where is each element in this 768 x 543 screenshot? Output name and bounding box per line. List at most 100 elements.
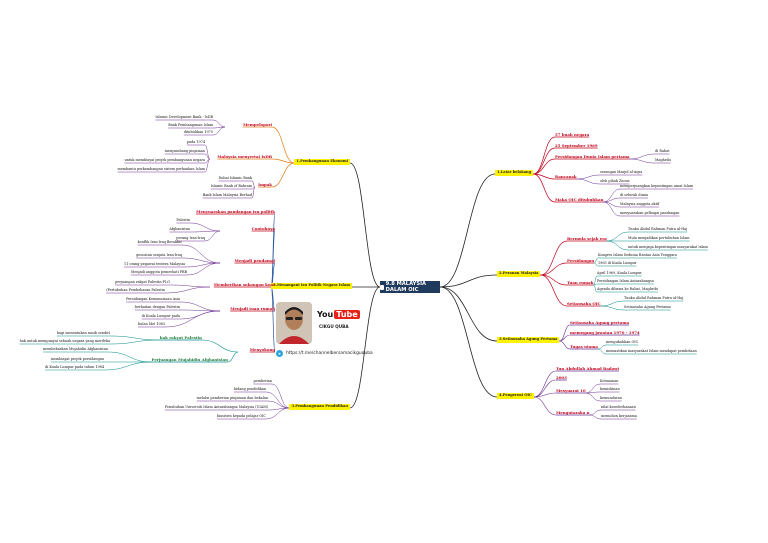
connector bbox=[204, 158, 211, 173]
connector bbox=[265, 391, 290, 409]
leaf-item: Palestin bbox=[176, 218, 190, 222]
connector bbox=[606, 240, 629, 251]
connector bbox=[212, 119, 226, 128]
connector bbox=[179, 301, 221, 312]
menyokong-label[interactable]: Menyokong bbox=[249, 347, 275, 352]
leaf-item: membiayai projek persidangan bbox=[50, 357, 104, 361]
leaf-item: berkaitan dengan Palestin bbox=[134, 305, 180, 309]
connector bbox=[270, 286, 276, 353]
mengutarakan-label[interactable]: Mengutaraka n bbox=[556, 410, 590, 415]
telegram-link-text: https://t.me/channelbersamacikguquba bbox=[286, 351, 373, 356]
leaf-item: bidang pendidikan bbox=[233, 387, 266, 391]
menyertai-isdb-label[interactable]: Malaysia menyertai IsDB bbox=[217, 154, 272, 159]
connector bbox=[271, 158, 295, 164]
afghan-label[interactable]: Perjuangan Mujahidin Afghanistan bbox=[151, 357, 228, 362]
connector bbox=[576, 178, 601, 185]
latar-item[interactable]: 25 September 1969 bbox=[555, 143, 598, 148]
mesyuarat-label[interactable]: Mesyuarat 10 bbox=[556, 388, 586, 393]
menyuarakan-label[interactable]: Menyuarakan pandangan isu politik bbox=[196, 209, 275, 214]
connector bbox=[540, 262, 568, 276]
connector bbox=[629, 153, 656, 160]
connector bbox=[251, 180, 256, 188]
leaf-item: hak untuk mempunyai sebuah negara yang m… bbox=[19, 339, 110, 343]
leaf-item: bulan Mei 1983 bbox=[138, 322, 165, 326]
contohnya-label[interactable]: Contohnya bbox=[251, 226, 275, 231]
pengerusi-item[interactable]: 2003 bbox=[556, 375, 567, 380]
connector bbox=[107, 351, 152, 363]
bermula-label[interactable]: Bermula sejak era bbox=[567, 236, 607, 241]
leaf-item: biasiswa kepada pelajar OIC bbox=[216, 414, 266, 418]
leaf-item: Bank Pembangunan Islam bbox=[168, 123, 213, 127]
leaf-item: 1965 di Kuala Lumpur bbox=[598, 261, 637, 265]
central-topic[interactable]: 9.8 MALAYSIA DALAM OIC bbox=[380, 281, 440, 293]
youtube-logo-tube: Tube bbox=[334, 310, 360, 319]
leaf-item: kemunduran bbox=[600, 396, 622, 400]
connector bbox=[576, 174, 601, 180]
connector bbox=[251, 186, 256, 199]
connector bbox=[603, 201, 621, 217]
connector bbox=[271, 126, 295, 164]
branch-pembangunan-ekonomi[interactable]: 1.Pembangunan Ekonomi bbox=[294, 159, 350, 165]
leaf-item: serangan Masjid al-Aqsa bbox=[600, 170, 643, 174]
latar-item[interactable]: Maka OIC ditubuhkan bbox=[555, 197, 604, 202]
leaf-item: nilai kesederhanaan bbox=[601, 405, 636, 409]
latar-item[interactable]: Persidangan Dunia Islam pertama bbox=[555, 154, 630, 159]
mempelopori-label[interactable]: Mempelopori bbox=[242, 122, 272, 127]
leaf-item: Islamic Bank of Bahrain bbox=[210, 184, 252, 188]
branch-latar-belakang[interactable]: 1.Latar belakang bbox=[495, 170, 534, 176]
leaf-item: Malaysia anggota aktif bbox=[620, 202, 660, 206]
leaf-item: untuk membiayai projek pembangunan negar… bbox=[124, 158, 206, 162]
tugas-label[interactable]: Tugas utama bbox=[570, 344, 598, 349]
branch-connector bbox=[439, 286, 498, 342]
leaf-item: untuk menjaga kepentingan masyarakat Isl… bbox=[628, 245, 708, 249]
setiausaha-agung-item[interactable]: memegang jawatan 1970 - 1974 bbox=[570, 330, 640, 335]
setiausaha-label[interactable]: Setiausaha OIC bbox=[567, 301, 601, 306]
branch-connector bbox=[439, 286, 498, 398]
impak-label[interactable]: Impak bbox=[258, 182, 272, 187]
pengerusi-item[interactable]: Tun Abdullah Ahmad Badawi bbox=[556, 366, 619, 371]
latar-item[interactable]: 57 buah negara bbox=[555, 132, 590, 137]
branch-pengerusi-oic[interactable]: 4.Pengerusi OIC bbox=[497, 393, 534, 399]
leaf-item: membantu perkembangan sistem perbankan I… bbox=[117, 167, 205, 171]
leaf-item: memohon kerjasama bbox=[601, 414, 637, 418]
persidangan-label[interactable]: Persidangan bbox=[567, 258, 595, 263]
leaf-item: membebaskan Mujahidin Afghanistan bbox=[43, 347, 108, 351]
sokongan-label[interactable]: Memberikan sokongan kuat bbox=[213, 282, 275, 287]
connector bbox=[600, 305, 625, 311]
connector bbox=[533, 396, 557, 416]
connector bbox=[559, 334, 571, 342]
connector bbox=[593, 284, 598, 293]
connector bbox=[559, 324, 571, 342]
connector bbox=[589, 414, 602, 420]
pendamai-label[interactable]: Menjadi pendamai bbox=[234, 258, 275, 263]
leaf-item: Tunku Abdul Rahman Putra al-Haj bbox=[624, 296, 684, 300]
leaf-item: Mula menjadikan pertubuhan Islam bbox=[628, 236, 690, 240]
leaf-item: perjuangan rakyat Palestin-PLO bbox=[115, 280, 170, 284]
setiausaha-agung-item[interactable]: Setiausaha Agung pertama bbox=[570, 320, 629, 325]
connector bbox=[271, 383, 290, 409]
tuan-rumah-r-label[interactable]: Tuan rumah bbox=[567, 280, 594, 285]
leaf-item: kemiskinan bbox=[600, 387, 620, 391]
central-title: 9.8 MALAYSIA DALAM OIC bbox=[385, 281, 427, 293]
tuan-rumah-label[interactable]: Menjadi tuan rumah bbox=[230, 306, 275, 311]
connector bbox=[533, 370, 557, 398]
leaf-item: Afghanistan bbox=[169, 227, 190, 231]
branch-setiausaha-agung[interactable]: 3.Setiausaha Agung Pertama bbox=[497, 337, 560, 343]
connector bbox=[597, 344, 607, 350]
connector bbox=[594, 262, 599, 267]
branch-peranan-malaysia[interactable]: 2.Peranan Malaysia bbox=[497, 271, 541, 277]
latar-item[interactable]: Rancanak bbox=[555, 174, 577, 179]
leaf-item: di Rabat bbox=[655, 149, 670, 153]
leaf-item: konflik Iran-Iraq Berakhir bbox=[137, 240, 182, 244]
branch-isu-politik[interactable]: 2.Menangani Isu Politik Negara Islam bbox=[271, 283, 352, 289]
telegram-link[interactable]: ➤ https://t.me/channelbersamacikguquba bbox=[276, 350, 373, 357]
leaf-item: di Kuala Lumpur pada bbox=[141, 314, 180, 318]
connector bbox=[603, 188, 621, 203]
connector bbox=[103, 361, 152, 371]
hak-palestin-label[interactable]: hak rakyat Palestin bbox=[159, 335, 202, 340]
connector bbox=[181, 244, 221, 264]
branch-pendidikan[interactable]: 3.Pembangunan Pendidikan bbox=[289, 404, 350, 410]
